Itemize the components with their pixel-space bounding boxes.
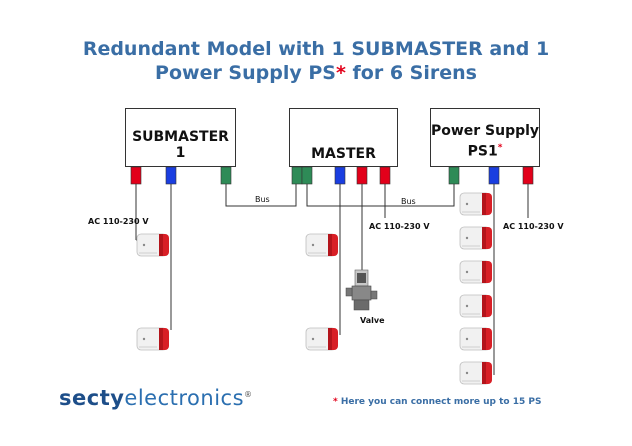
siren-icon	[305, 327, 339, 351]
siren-icon	[305, 233, 339, 257]
submaster-label: SUBMASTER 1	[132, 129, 229, 161]
psu-red-terminal	[522, 166, 534, 185]
title-line-2-prefix: Power Supply PS	[155, 62, 336, 84]
siren-icon	[136, 327, 170, 351]
ac-label-mid: AC 110-230 V	[369, 222, 430, 231]
submaster-green-terminal	[220, 166, 232, 185]
footnote: * Here you can connect more up to 15 PS	[333, 397, 541, 407]
psu-star: *	[497, 143, 503, 153]
logo-registered: ®	[244, 390, 253, 399]
submaster-box	[125, 108, 236, 167]
siren-icon	[459, 260, 493, 284]
siren-icon	[459, 192, 493, 216]
submaster-blue-terminal	[165, 166, 177, 185]
bus-label-left: Bus	[255, 195, 270, 204]
master-red-terminal-2	[379, 166, 391, 185]
psu-green-terminal	[448, 166, 460, 185]
power-supply-label-line2: PS1*	[430, 140, 540, 161]
valve-icon	[345, 269, 378, 311]
master-box	[289, 108, 398, 167]
title-star: *	[335, 62, 346, 84]
siren-icon	[459, 327, 493, 351]
siren-icon	[136, 233, 170, 257]
power-supply-label-line1: Power Supply	[430, 123, 540, 139]
master-green-terminal-1	[291, 166, 303, 185]
submaster-red-terminal	[130, 166, 142, 185]
title-line-2: Power Supply PS* for 6 Sirens	[0, 61, 632, 85]
master-blue-terminal	[334, 166, 346, 185]
siren-icon	[459, 226, 493, 250]
logo-part-2: electronics	[124, 386, 245, 410]
connectors	[130, 166, 534, 185]
ac-label-left: AC 110-230 V	[88, 217, 149, 226]
footnote-star: *	[333, 397, 338, 407]
psu-name: PS1	[467, 143, 498, 160]
master-label: MASTER	[311, 146, 376, 162]
psu-blue-terminal	[488, 166, 500, 185]
power-supply-box	[430, 108, 540, 167]
logo-part-1: secty	[59, 386, 125, 410]
siren-icon	[459, 294, 493, 318]
secty-logo: sectyelectronics®	[59, 386, 253, 410]
siren-icon	[459, 361, 493, 385]
title-line-1: Redundant Model with 1 SUBMASTER and 1	[82, 38, 550, 60]
sirens	[136, 192, 493, 385]
wire-lines	[135, 183, 529, 375]
master-red-terminal-1	[356, 166, 368, 185]
title-line-2-suffix: for 6 Sirens	[345, 62, 477, 84]
valve-label: Valve	[360, 316, 385, 325]
power-supply-label: Power Supply PS1*	[430, 123, 540, 161]
footnote-text: Here you can connect more up to 15 PS	[337, 397, 542, 407]
master-green-terminal-2	[301, 166, 313, 185]
bus-label-right: Bus	[401, 197, 416, 206]
ac-label-right: AC 110-230 V	[503, 222, 564, 231]
